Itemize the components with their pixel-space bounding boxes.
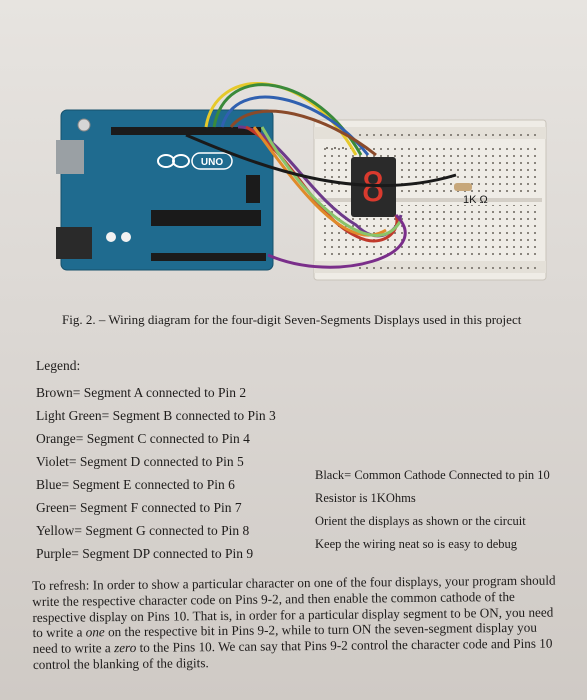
resistor-label: 1K Ω — [463, 194, 488, 206]
legend: Legend: Brown= Segment A connected to Pi… — [36, 358, 276, 568]
legend-item: Yellow= Segment G connected to Pin 8 — [36, 523, 250, 538]
refresh-emphasis: zero — [113, 640, 137, 656]
refresh-emphasis: one — [85, 624, 105, 640]
wiring-diagram: UNO 8 1K Ω — [56, 82, 547, 281]
display-digit: 8 — [361, 165, 385, 211]
note-item: Orient the displays as shown or the circ… — [315, 514, 526, 528]
seven-segment-display — [351, 157, 396, 217]
note-item: Keep the wiring neat so is easy to debug — [315, 537, 518, 551]
power-jack — [56, 227, 92, 259]
usb-port — [56, 140, 84, 174]
uno-logo: UNO — [157, 152, 233, 170]
legend-item: Blue= Segment E connected to Pin 6 — [36, 477, 235, 492]
note-item: Resistor is 1KOhms — [315, 491, 416, 505]
board-logo-text: UNO — [201, 157, 223, 168]
legend-item: Light Green= Segment B connected to Pin … — [36, 408, 276, 423]
figure-caption: Fig. 2. – Wiring diagram for the four-di… — [62, 312, 522, 327]
note-item: Black= Common Cathode Connected to pin 1… — [315, 468, 550, 482]
microcontroller-chip — [151, 210, 261, 226]
legend-item: Purple= Segment DP connected to Pin 9 — [36, 546, 254, 561]
legend-item: Green= Segment F connected to Pin 7 — [36, 500, 242, 515]
wiring-notes: Black= Common Cathode Connected to pin 1… — [315, 467, 550, 559]
refresh-paragraph: To refresh: In order to show a particula… — [32, 572, 561, 672]
resistor — [454, 183, 472, 191]
legend-item: Violet= Segment D connected to Pin 5 — [36, 454, 244, 469]
legend-heading: Legend: — [36, 358, 81, 373]
legend-item: Orange= Segment C connected to Pin 4 — [36, 431, 250, 446]
legend-item: Brown= Segment A connected to Pin 2 — [36, 385, 247, 400]
